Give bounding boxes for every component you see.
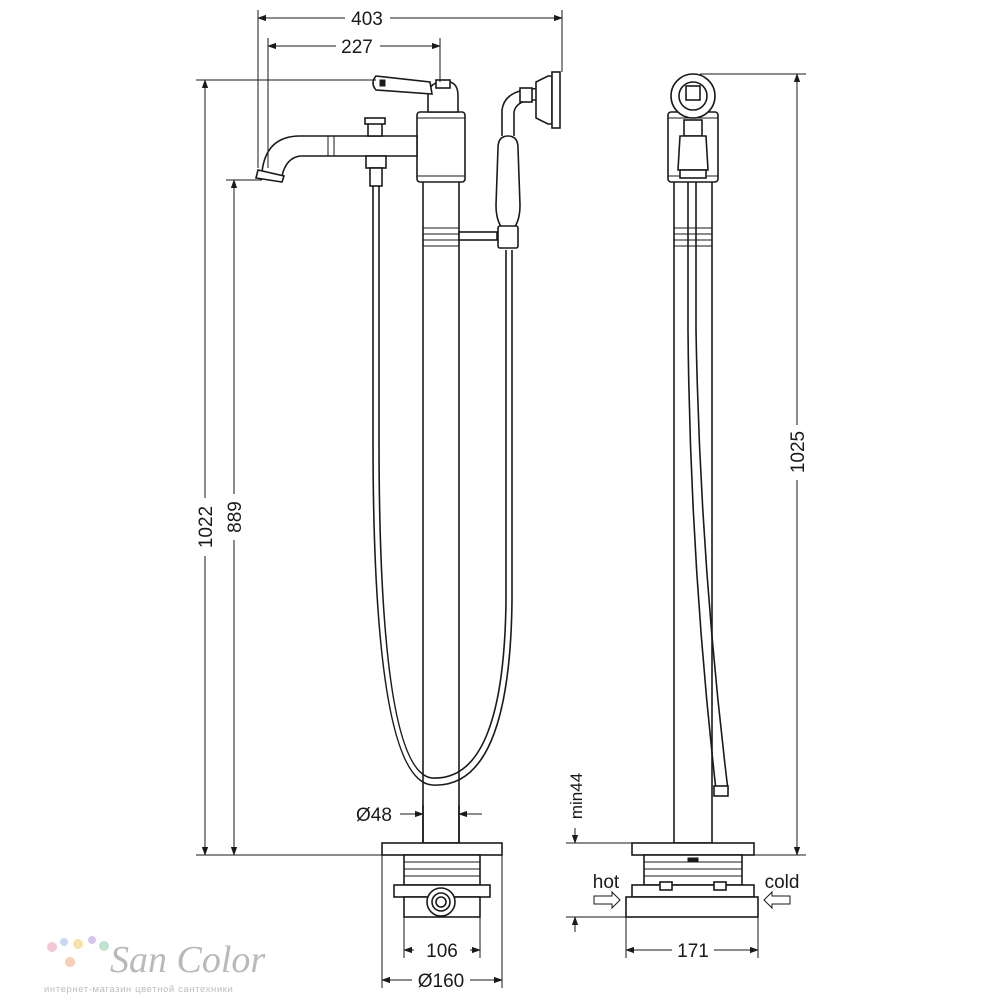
dim-spout-height: 889 xyxy=(225,501,246,533)
logo-dot xyxy=(65,957,75,967)
front-hose xyxy=(372,186,513,786)
side-hose xyxy=(687,182,717,791)
mixer-body xyxy=(416,111,466,183)
watermark-brand: San Color xyxy=(110,939,265,981)
label-cold: cold xyxy=(765,872,800,893)
dim-box-width: 106 xyxy=(426,941,458,962)
dim-side-width: 171 xyxy=(677,941,709,962)
front-view xyxy=(255,71,561,918)
dimension-lines xyxy=(196,10,806,988)
dim-overall-width: 403 xyxy=(351,9,383,30)
logo-dot xyxy=(88,936,96,944)
front-column xyxy=(422,177,460,844)
base-flange xyxy=(381,842,503,856)
dim-height-to-handle: 1022 xyxy=(196,506,217,548)
watermark-tagline: интернет-магазин цветной сантехники xyxy=(44,984,233,995)
dim-min-depth: min44 xyxy=(567,773,586,819)
side-view xyxy=(625,73,759,918)
dim-base-diameter: Ø160 xyxy=(418,971,464,992)
install-box xyxy=(403,854,481,886)
hand-shower xyxy=(495,135,521,229)
spout xyxy=(261,135,418,177)
logo-dot xyxy=(99,941,109,951)
logo-dot xyxy=(73,939,83,949)
logo-dot xyxy=(47,942,57,952)
label-hot: hot xyxy=(593,872,620,893)
logo-dot xyxy=(60,938,68,946)
dim-total-height-side: 1025 xyxy=(788,431,809,473)
dim-column-diameter: Ø48 xyxy=(356,805,392,826)
watermark-logo: San Color интернет-магазин цветной санте… xyxy=(44,936,265,995)
dim-spout-reach: 227 xyxy=(341,37,373,58)
